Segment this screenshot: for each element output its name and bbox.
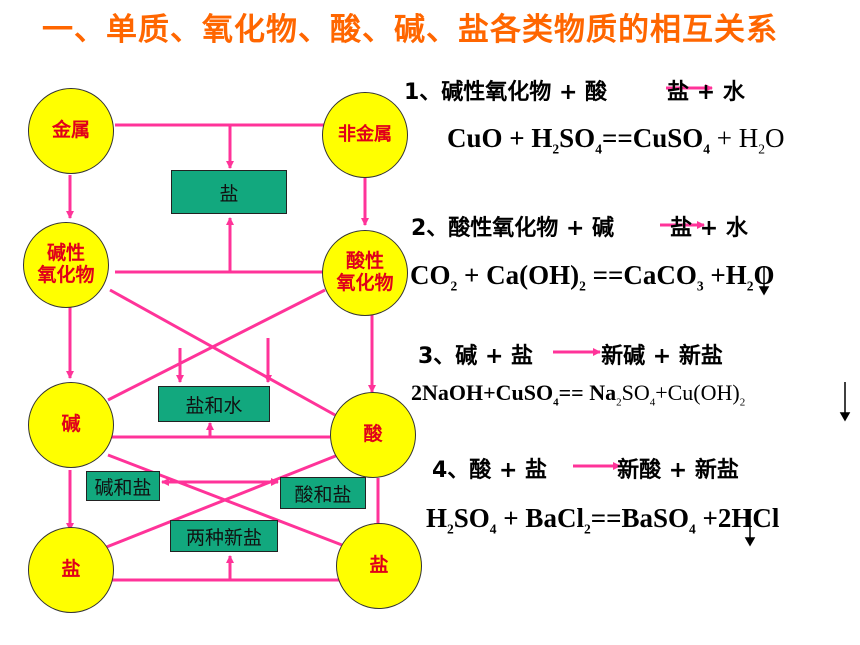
eq2-sub: 3: [696, 278, 704, 294]
reaction-1-left: 1、碱性氧化物 + 酸: [404, 80, 608, 105]
eq1-part: SO: [559, 123, 596, 153]
eq2-part: CO: [410, 260, 451, 290]
eq1-sub: 4: [703, 141, 710, 157]
connector-acidic-oxide-base: [107, 288, 326, 402]
eq4-sub: 4: [489, 521, 497, 537]
node-salt-right-label: 盐: [369, 554, 389, 577]
reaction-2-equation: CO2 + Ca(OH)2 ==CaCO3 +H2O: [410, 260, 775, 294]
eq3-sub: 4: [649, 396, 656, 409]
eq3-sub: 2: [739, 396, 746, 409]
node-acidic-oxide-line2: 氧化物: [336, 272, 394, 294]
reaction-4-equation: H2SO4 + BaCl2==BaSO4 +2HCl: [426, 503, 779, 537]
node-acid-label: 酸: [363, 423, 383, 446]
node-acidic-oxide-line1: 酸性: [345, 250, 384, 273]
node-base-label: 碱: [61, 413, 81, 436]
reaction-4-right: 新酸 + 新盐: [617, 458, 739, 483]
box-base-salt: 碱和盐: [86, 471, 160, 501]
reaction-3-left: 3、碱 + 盐: [418, 344, 534, 369]
node-salt-right: 盐: [336, 523, 422, 609]
eq3-part: +Cu(OH): [655, 380, 740, 405]
reaction-4-heading: 4、酸 + 盐 新酸 + 新盐: [432, 452, 739, 484]
eq3-part: 2NaOH+CuSO: [411, 380, 554, 405]
box-two-new-salts-label: 两种新盐: [185, 526, 262, 549]
node-base: 碱: [28, 382, 114, 468]
eq4-sub: 2: [583, 521, 591, 537]
eq4-part: H: [426, 503, 448, 533]
eq3-sub: 4: [553, 396, 559, 409]
page-title: 一、单质、氧化物、酸、碱、盐各类物质的相互关系: [42, 12, 778, 48]
eq4-part: ==BaSO: [590, 503, 689, 533]
eq2-part: +H: [703, 260, 747, 290]
node-acid: 酸: [330, 392, 416, 478]
node-nonmetal: 非金属: [322, 92, 408, 178]
eq1-sub: 2: [758, 141, 765, 157]
reaction-3-equation: 2NaOH+CuSO4== Na2SO4+Cu(OH)2: [411, 380, 745, 408]
reaction-4-left: 4、酸 + 盐: [432, 458, 548, 483]
eq4-part: +2HCl: [695, 503, 780, 533]
eq3-part: SO: [621, 380, 650, 405]
node-salt-left-label: 盐: [61, 558, 81, 581]
eq2-sub: 2: [746, 278, 754, 294]
eq3-part: == Na: [558, 380, 617, 405]
node-basic-oxide-line2: 氧化物: [37, 264, 95, 286]
eq4-sub: 4: [689, 521, 696, 537]
node-basic-oxide: 碱性氧化物: [23, 222, 109, 308]
connector-acid-salt-left: [103, 453, 339, 550]
box-salt-water-label: 盐和水: [185, 394, 243, 417]
box-two-new-salts: 两种新盐: [170, 520, 278, 552]
reaction-1-equation: CuO + H2SO4==CuSO4 + H2O: [447, 123, 784, 157]
reaction-1-right: 盐 + 水: [667, 80, 745, 105]
node-salt-left: 盐: [28, 527, 114, 613]
eq4-part: SO: [453, 503, 490, 533]
box-salt-top: 盐: [171, 170, 287, 214]
eq2-part: ==CaCO: [585, 260, 697, 290]
node-metal: 金属: [28, 88, 114, 174]
eq2-part: O: [753, 260, 775, 290]
reaction-3-heading: 3、碱 + 盐 新碱 + 新盐: [418, 338, 723, 370]
eq1-part: ==CuSO: [601, 123, 704, 153]
box-acid-salt: 酸和盐: [280, 477, 366, 509]
eq2-sub: 2: [450, 278, 458, 294]
reaction-3-right: 新碱 + 新盐: [601, 344, 723, 369]
reaction-2-heading: 2、酸性氧化物 + 碱 盐 + 水: [411, 210, 748, 242]
reaction-1-heading: 1、碱性氧化物 + 酸 盐 + 水: [404, 74, 745, 106]
eq3-sub: 2: [616, 396, 622, 409]
node-nonmetal-label: 非金属: [338, 123, 392, 145]
eq4-part: + BaCl: [496, 503, 584, 533]
eq1-part: CuO + H: [447, 123, 553, 153]
eq1-part: O: [764, 123, 785, 153]
eq1-sub: 2: [552, 141, 560, 157]
connector-basic-oxide-acid: [109, 288, 336, 417]
eq1-sub: 4: [595, 141, 602, 157]
reaction-2-left: 2、酸性氧化物 + 碱: [411, 216, 615, 241]
box-acid-salt-label: 酸和盐: [294, 483, 352, 506]
node-basic-oxide-line1: 碱性: [46, 242, 85, 265]
eq4-sub: 2: [447, 521, 454, 537]
box-salt-water: 盐和水: [158, 386, 270, 422]
eq2-sub: 2: [579, 278, 586, 294]
box-salt-top-label: 盐: [219, 182, 239, 205]
eq2-part: + Ca(OH): [457, 260, 580, 290]
node-metal-label: 金属: [51, 119, 90, 142]
reaction-2-right: 盐 + 水: [670, 216, 748, 241]
eq1-part: + H: [710, 123, 759, 153]
node-acidic-oxide: 酸性氧化物: [322, 230, 408, 316]
box-base-salt-label: 碱和盐: [94, 476, 152, 499]
